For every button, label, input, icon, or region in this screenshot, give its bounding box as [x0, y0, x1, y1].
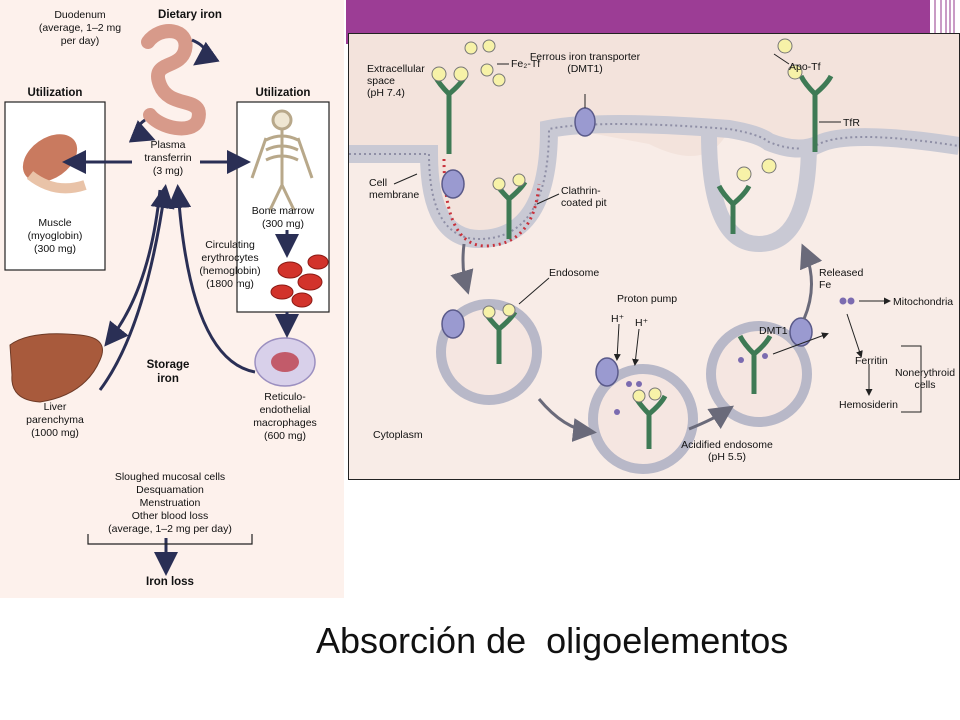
h-plus-label-1: H⁺ [611, 313, 625, 325]
utilization-left-label: Utilization [28, 87, 83, 99]
clathrin-coat [442, 158, 541, 248]
hemosiderin-label: Hemosiderin [839, 399, 898, 411]
cytoplasm-label: Cytoplasm [373, 429, 423, 441]
transferrin-molecules [431, 38, 803, 403]
apo-tf-label: Apo-Tf [789, 61, 821, 73]
ferritin-label: Ferritin [855, 355, 888, 367]
clathrin-label: Clathrin-coated pit [561, 185, 607, 209]
acidified-endosome-label: Acidified endosome(pH 5.5) [681, 439, 773, 463]
dmt1-label: DMT1 [759, 325, 788, 337]
h-plus-label-2: H⁺ [635, 317, 649, 329]
muscle-label: Muscle(myoglobin)(300 mg) [28, 217, 83, 255]
duodenum-icon [141, 24, 206, 136]
dietary-iron-label: Dietary iron [158, 9, 222, 21]
endosome-label: Endosome [549, 267, 599, 279]
erythrocytes-icon [270, 254, 329, 308]
dmt1-transporters [441, 107, 813, 387]
fe2tf-label: Fe₂-Tf [511, 58, 540, 70]
skeleton-icon [250, 109, 314, 211]
endosome-1 [436, 299, 542, 405]
accent-stripes [930, 0, 960, 44]
iron-loss-label: Iron loss [146, 576, 194, 588]
slide-title: Absorción de oligoelementos [316, 620, 789, 661]
proton-pump-label: Proton pump [617, 293, 677, 305]
iron-dots [614, 297, 855, 415]
bone-marrow-label: Bone marrow(300 mg) [252, 205, 315, 230]
mitochondria-label: Mitochondria [893, 296, 953, 308]
utilization-right-label: Utilization [256, 87, 311, 99]
dmt1-top-label: Ferrous iron transporter(DMT1) [530, 51, 641, 75]
tfr-label: TfR [843, 117, 860, 129]
liver-icon [9, 333, 103, 403]
